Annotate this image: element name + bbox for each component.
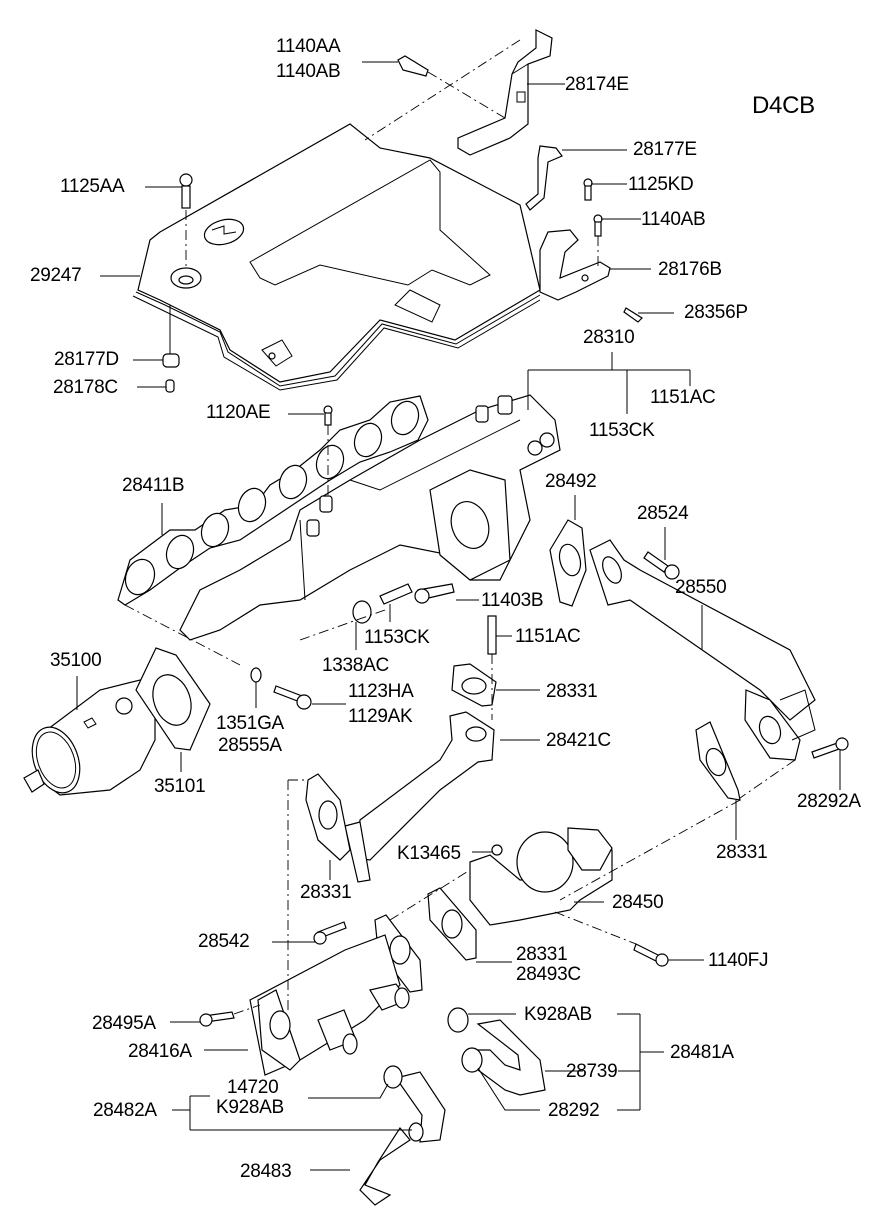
bolt-1140AB-mid[interactable]	[593, 214, 603, 237]
part-label-28292A[interactable]: 28292A	[797, 791, 861, 812]
part-label-28495A[interactable]: 28495A	[92, 1013, 156, 1034]
part-label-28416A[interactable]: 28416A	[128, 1041, 192, 1062]
part-label-28450[interactable]: 28450	[612, 892, 664, 913]
part-label-28292[interactable]: 28292	[548, 1100, 600, 1121]
clamp-28292[interactable]	[461, 1047, 483, 1073]
collar-28178C[interactable]	[165, 379, 175, 393]
part-label-1125KD[interactable]: 1125KD	[628, 174, 694, 195]
bolt-1140AA[interactable]	[397, 55, 429, 77]
bolt-11403B[interactable]	[414, 583, 455, 604]
part-label-28176B[interactable]: 28176B	[658, 259, 722, 280]
gasket-35101[interactable]	[135, 647, 211, 751]
part-label-K928AB-a[interactable]: K928AB	[524, 1004, 592, 1025]
part-label-35101[interactable]: 35101	[154, 776, 206, 797]
part-label-14720[interactable]: 14720	[227, 1077, 279, 1098]
clamp-K928AB-lower[interactable]	[383, 1065, 403, 1089]
washer-1351GA[interactable]	[250, 667, 262, 683]
part-label-1140FJ[interactable]: 1140FJ	[708, 950, 769, 971]
part-label-1140AA[interactable]: 1140AA	[276, 36, 341, 57]
egr-pipe-28421C[interactable]	[344, 711, 495, 883]
hose-28482A[interactable]	[395, 1071, 446, 1143]
part-label-28542[interactable]: 28542	[198, 931, 250, 952]
catalytic-converter-35100[interactable]	[23, 679, 156, 799]
part-label-1351GA[interactable]: 1351GA	[216, 713, 284, 734]
part-label-28331-a[interactable]: 28331	[546, 681, 598, 702]
manifold-gasket-28411B[interactable]	[117, 395, 429, 606]
egr-valve-28450[interactable]	[469, 827, 613, 926]
screw-28356P[interactable]	[623, 307, 643, 323]
part-label-K13465[interactable]: K13465	[397, 843, 461, 864]
part-label-28739[interactable]: 28739	[566, 1061, 618, 1082]
bolt-1123HA[interactable]	[273, 685, 312, 710]
bolt-28524[interactable]	[643, 551, 680, 580]
part-label-K928AB-b[interactable]: K928AB	[216, 1097, 284, 1118]
part-label-1151AC-mid[interactable]: 1151AC	[515, 626, 581, 647]
part-label-28482A[interactable]: 28482A	[93, 1100, 157, 1121]
part-label-1153CK-mid[interactable]: 1153CK	[364, 627, 430, 648]
gasket-28331-left[interactable]	[305, 773, 351, 861]
part-label-1153CK-top[interactable]: 1153CK	[589, 420, 655, 441]
part-label-11403B[interactable]: 11403B	[481, 590, 544, 611]
bolt-1120AE[interactable]	[323, 405, 333, 426]
diagram-title: D4CB	[752, 92, 815, 119]
part-label-28492[interactable]: 28492	[545, 471, 597, 492]
gasket-28492[interactable]	[549, 519, 587, 607]
part-label-1129AK[interactable]: 1129AK	[348, 706, 413, 727]
bracket-28176B[interactable]	[539, 229, 611, 301]
part-label-28331-d[interactable]: 28331	[516, 944, 568, 965]
part-label-28483[interactable]: 28483	[240, 1161, 292, 1182]
gasket-28493C[interactable]	[427, 887, 477, 961]
part-label-1123HA[interactable]: 1123HA	[348, 681, 414, 702]
clamp-K928AB-upper[interactable]	[447, 1007, 469, 1033]
bracket-28177E[interactable]	[525, 145, 563, 211]
part-label-1151AC-top[interactable]: 1151AC	[650, 387, 716, 408]
part-label-1140AB[interactable]: 1140AB	[276, 61, 341, 82]
part-label-1338AC[interactable]: 1338AC	[322, 655, 389, 676]
cap-1338AC[interactable]	[352, 600, 372, 624]
part-label-29247[interactable]: 29247	[30, 265, 82, 286]
part-label-28177D[interactable]: 28177D	[54, 349, 119, 370]
part-label-28178C[interactable]: 28178C	[53, 377, 118, 398]
gasket-28331-right[interactable]	[695, 721, 741, 801]
leader-lines	[76, 61, 841, 1171]
bolt-1125KD[interactable]	[583, 178, 593, 201]
bolt-1125AA[interactable]	[179, 173, 193, 209]
part-label-28174E[interactable]: 28174E	[565, 74, 629, 95]
part-label-1125AA[interactable]: 1125AA	[60, 176, 125, 197]
hose-28483[interactable]	[359, 1122, 424, 1206]
part-label-28493C[interactable]: 28493C	[516, 964, 581, 985]
part-label-35100[interactable]: 35100	[50, 650, 102, 671]
assembly-lines	[124, 39, 796, 1015]
engine-cover-29247[interactable]	[132, 123, 541, 391]
grommet-28177D[interactable]	[162, 353, 180, 368]
bolt-28495A[interactable]	[199, 1011, 235, 1027]
part-label-28481A[interactable]: 28481A	[670, 1042, 734, 1063]
bracket-28174E[interactable]	[457, 29, 553, 156]
bolt-28542[interactable]	[313, 921, 347, 945]
part-label-28555A[interactable]: 28555A	[218, 735, 282, 756]
egr-cooler-28416A[interactable]	[249, 934, 410, 1076]
part-label-28331-b[interactable]: 28331	[716, 842, 768, 863]
part-label-1140AB-mid[interactable]: 1140AB	[641, 209, 706, 230]
part-label-28177E[interactable]: 28177E	[633, 139, 697, 160]
part-label-28421C[interactable]: 28421C	[546, 730, 611, 751]
stud-1153CK[interactable]	[379, 583, 413, 605]
part-label-28356P[interactable]: 28356P	[684, 302, 748, 323]
stud-1151AC[interactable]	[487, 615, 497, 655]
part-label-28524[interactable]: 28524	[637, 503, 689, 524]
bolt-1140FJ[interactable]	[633, 943, 669, 967]
bolt-28292A[interactable]	[811, 737, 849, 759]
gasket-28331-small[interactable]	[451, 663, 497, 707]
part-label-28411B[interactable]: 28411B	[122, 475, 185, 496]
part-label-28331-c[interactable]: 28331	[300, 882, 352, 903]
part-label-28550[interactable]: 28550	[675, 577, 727, 598]
part-label-28310[interactable]: 28310	[583, 327, 635, 348]
part-label-1120AE[interactable]: 1120AE	[206, 402, 271, 423]
exhaust-manifold-28310[interactable]	[179, 394, 561, 641]
